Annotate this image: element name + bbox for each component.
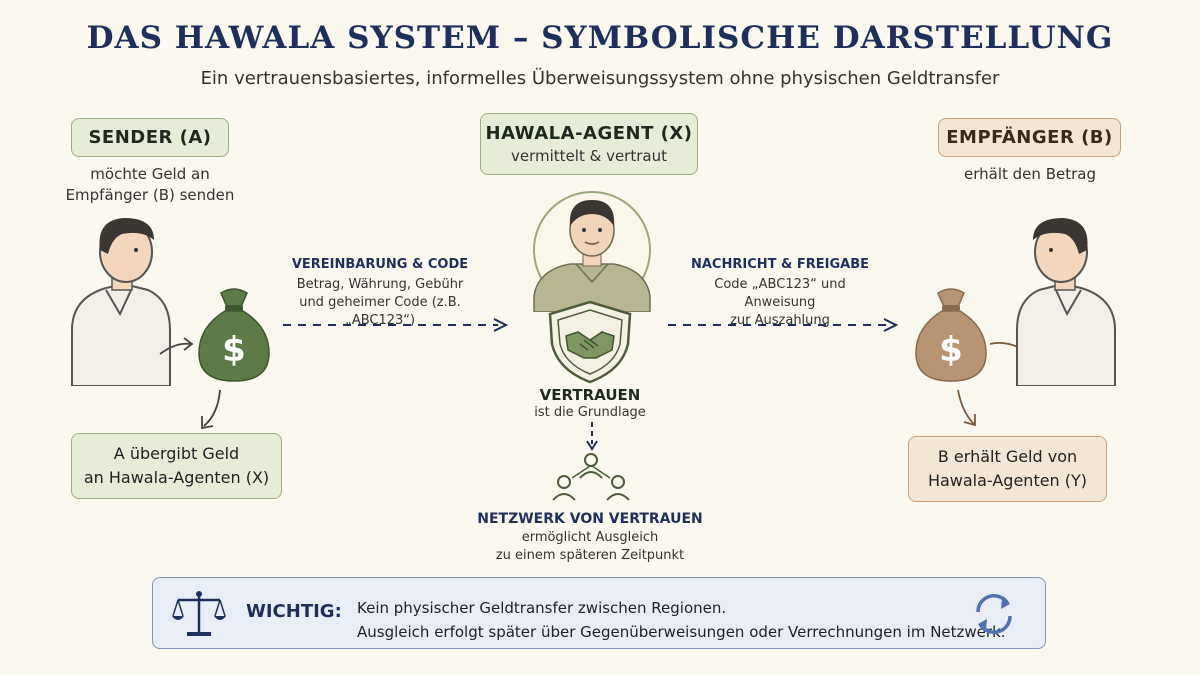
sender-step-line2: an Hawala-Agenten (X)	[83, 468, 270, 487]
sender-arrows	[159, 337, 221, 430]
trust-labels: VERTRAUEN ist die Grundlage	[490, 386, 690, 422]
network-line1: ermöglicht Ausgleich	[521, 530, 659, 545]
handshake-shield-icon	[548, 300, 632, 384]
flow-left-title: VEREINBARUNG & CODE	[291, 257, 469, 272]
network-labels: NETZWERK VON VERTRAUEN ermöglicht Ausgle…	[470, 511, 710, 565]
refresh-cycle-icon	[976, 594, 1012, 634]
money-symbol-green: $	[222, 330, 246, 370]
network-people-icon	[552, 453, 630, 501]
important-line1: Kein physischer Geldtransfer zwischen Re…	[357, 599, 727, 617]
network-title: NETZWERK VON VERTRAUEN	[477, 511, 703, 527]
page-subtitle: Ein vertrauensbasiertes, informelles Übe…	[200, 68, 1000, 89]
agent-portrait-icon	[533, 191, 651, 312]
receiver-title: EMPFÄNGER (B)	[946, 127, 1113, 148]
flow-right-line1: Code „ABC123“ und Anweisung	[714, 277, 846, 310]
agent-box: HAWALA-AGENT (X) vermittelt & vertraut	[480, 113, 698, 175]
receiver-step-box: B erhält Geld von Hawala-Agenten (Y)	[908, 436, 1107, 502]
important-line2: Ausgleich erfolgt später über Gegenüberw…	[357, 623, 1006, 641]
sender-step-line1: A übergibt Geld	[113, 444, 240, 463]
receiver-step-line1: B erhält Geld von	[937, 447, 1078, 466]
important-label: WICHTIG:	[246, 601, 342, 622]
flow-right-line2: zur Auszahlung	[730, 313, 830, 328]
important-note: Kein physischer Geldtransfer zwischen Re…	[357, 596, 1006, 644]
agent-title: HAWALA-AGENT (X)	[485, 123, 693, 144]
receiver-box: EMPFÄNGER (B)	[938, 118, 1121, 157]
sender-title: SENDER (A)	[88, 127, 212, 148]
flow-right-title: NACHRICHT & FREIGABE	[690, 257, 869, 272]
agent-subtitle: vermittelt & vertraut	[511, 147, 667, 165]
page-title: DAS HAWALA SYSTEM – SYMBOLISCHE DARSTELL…	[86, 20, 1114, 56]
money-bag-green-icon: $	[198, 288, 270, 382]
network-line2: zu einem späteren Zeitpunkt	[495, 548, 685, 563]
trust-subtitle: ist die Grundlage	[534, 405, 646, 420]
sender-caption: möchte Geld an Empfänger (B) senden	[40, 164, 260, 206]
sender-box: SENDER (A)	[71, 118, 229, 157]
receiver-step-line2: Hawala-Agenten (Y)	[927, 471, 1088, 490]
person-receiver-icon	[1016, 218, 1116, 386]
trust-title: VERTRAUEN	[539, 386, 641, 404]
person-sender-icon	[71, 218, 171, 386]
sender-caption-line1: möchte Geld an	[90, 165, 210, 183]
sender-caption-line2: Empfänger (B) senden	[65, 186, 235, 204]
important-box	[152, 577, 1046, 649]
receiver-caption: erhält den Betrag	[964, 165, 1096, 183]
flow-right-labels: NACHRICHT & FREIGABE Code „ABC123“ und A…	[680, 257, 880, 330]
flow-left-line1: Betrag, Währung, Gebühr	[296, 277, 464, 292]
scales-icon	[172, 591, 226, 636]
money-symbol-tan: $	[939, 330, 963, 370]
sender-step-box: A übergibt Geld an Hawala-Agenten (X)	[71, 433, 282, 499]
money-bag-tan-icon: $	[915, 288, 987, 382]
flow-left-labels: VEREINBARUNG & CODE Betrag, Währung, Geb…	[270, 257, 490, 330]
